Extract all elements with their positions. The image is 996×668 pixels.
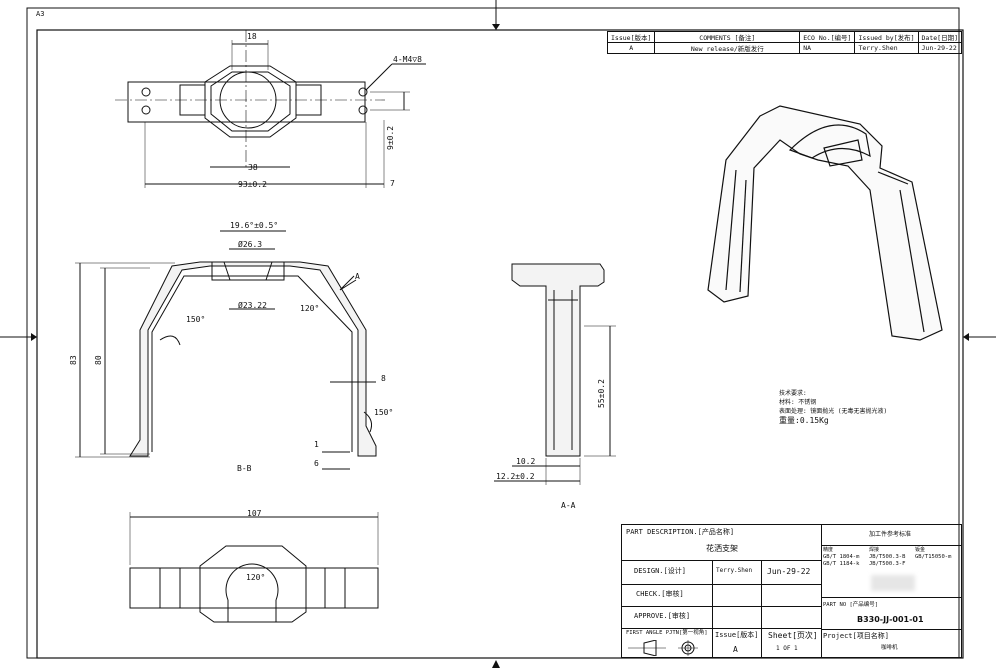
redacted-area xyxy=(871,575,915,591)
std-col1-b: GB/T 1184-k xyxy=(823,561,860,567)
dim-side-height: 55±0.2 xyxy=(597,379,606,408)
rev-header-issue: Issue[版本] xyxy=(606,31,656,43)
sheet-value: 1 OF 1 xyxy=(776,645,798,652)
part-description-label: PART DESCRIPTION.[产品名称] xyxy=(626,528,735,536)
dim-section-mark: A xyxy=(355,272,360,281)
notes-title: 技术要求: xyxy=(779,390,807,397)
rev-issued-by: Terry.Shen xyxy=(854,42,919,54)
part-description-value: 花洒支架 xyxy=(706,544,738,553)
part-no-value: B330-JJ-001-01 xyxy=(857,615,924,624)
dim-height-80: 80 xyxy=(94,355,103,365)
sheet-size-label: A3 xyxy=(36,10,45,18)
rev-eco: NA xyxy=(799,42,856,54)
isometric-view xyxy=(707,105,943,341)
dim-foot-6: 6 xyxy=(314,459,319,468)
design-date: Jun-29-22 xyxy=(767,567,811,576)
std-col1-head: 精度 xyxy=(823,547,834,553)
top-view xyxy=(115,30,426,188)
check-label: CHECK.[审核] xyxy=(636,590,684,598)
std-col2-a: JB/T500.3-B xyxy=(869,554,906,560)
dim-overall-length: 93±0.2 xyxy=(238,180,267,189)
rev-comment: New release/新版发行 xyxy=(654,42,801,54)
technical-notes: 技术要求: 材料: 不锈钢 表面处理: 镜面抛光 (无毒无害抛光液) 重量:0.… xyxy=(779,389,887,425)
view-label-bb: B-B xyxy=(237,464,252,473)
first-angle-projection-icon xyxy=(628,640,698,656)
rev-header-comments: COMMENTS [备注] xyxy=(654,31,801,43)
notes-material: 材料: 不锈钢 xyxy=(779,399,817,406)
dim-top-width: 18 xyxy=(247,32,257,41)
rev-header-eco: ECO No.[编号] xyxy=(799,31,856,43)
dim-wall-8: 8 xyxy=(381,374,386,383)
section-aa-view xyxy=(494,263,616,485)
dim-bottom-width: 107 xyxy=(247,509,262,518)
revision-table: Issue[版本] COMMENTS [备注] ECO No.[编号] Issu… xyxy=(606,31,963,54)
rev-header-date: Date[日期] xyxy=(917,31,963,43)
dim-height-83: 83 xyxy=(69,355,78,365)
notes-surface: 表面处理: 镜面抛光 (无毒无害抛光液) xyxy=(779,408,888,415)
project-label: Project[项目名称] xyxy=(823,632,889,640)
dim-cone-angle: 19.6°±0.5° xyxy=(230,221,279,230)
sheet-label: Sheet[页次] xyxy=(768,631,818,640)
issue-value: A xyxy=(733,645,738,654)
dim-angle-120: 120° xyxy=(300,304,320,313)
dim-hole-spacing: 9±0.2 xyxy=(386,125,395,150)
dim-side-12: 12.2±0.2 xyxy=(496,472,535,481)
dim-angle-150-right: 150° xyxy=(374,408,394,417)
dim-angle-150-left: 150° xyxy=(186,315,206,324)
standards-title: 加工件参考标准 xyxy=(869,531,912,538)
dim-bore-top: Ø26.3 xyxy=(238,240,263,249)
part-no-label: PART NO [产品编号] xyxy=(823,602,879,608)
dim-hex-width: 38 xyxy=(248,163,258,172)
project-value: 咖啡机 xyxy=(881,645,898,651)
design-label: DESIGN.[设计] xyxy=(634,567,686,575)
view-label-aa: A-A xyxy=(561,501,576,510)
design-name: Terry.Shen xyxy=(716,567,753,574)
rev-date: Jun-29-22 xyxy=(917,42,963,54)
std-col1-a: GB/T 1804-m xyxy=(823,554,860,560)
dim-bottom-angle: 120° xyxy=(246,573,266,582)
dim-bore-bottom: Ø23.22 xyxy=(238,301,267,310)
issue-label: Issue[版本] xyxy=(715,631,759,639)
rev-header-issued-by: Issued by[发布] xyxy=(854,31,919,43)
section-bb-view xyxy=(75,230,377,470)
approve-label: APPROVE.[审核] xyxy=(634,612,691,620)
std-col3-head: 钣金 xyxy=(915,547,926,553)
center-mark-bottom xyxy=(492,660,500,668)
rev-issue: A xyxy=(606,42,656,54)
dim-foot-1: 1 xyxy=(314,440,319,449)
dim-thread-note: 4-M4▽8 xyxy=(393,55,422,64)
dim-end-offset: 7 xyxy=(390,179,395,188)
title-block: PART DESCRIPTION.[产品名称] 花洒支架 DESIGN.[设计]… xyxy=(621,524,962,658)
projection-label: FIRST ANGLE PJTN[第一视角] xyxy=(626,630,708,636)
std-col2-b: JB/T500.3-F xyxy=(869,561,906,567)
dim-side-10: 10.2 xyxy=(516,457,536,466)
std-col2-head: 焊接 xyxy=(869,547,880,553)
bottom-view xyxy=(129,512,379,623)
notes-weight: 重量:0.15Kg xyxy=(779,416,829,425)
std-col3-a: GB/T15050-m xyxy=(915,554,952,560)
